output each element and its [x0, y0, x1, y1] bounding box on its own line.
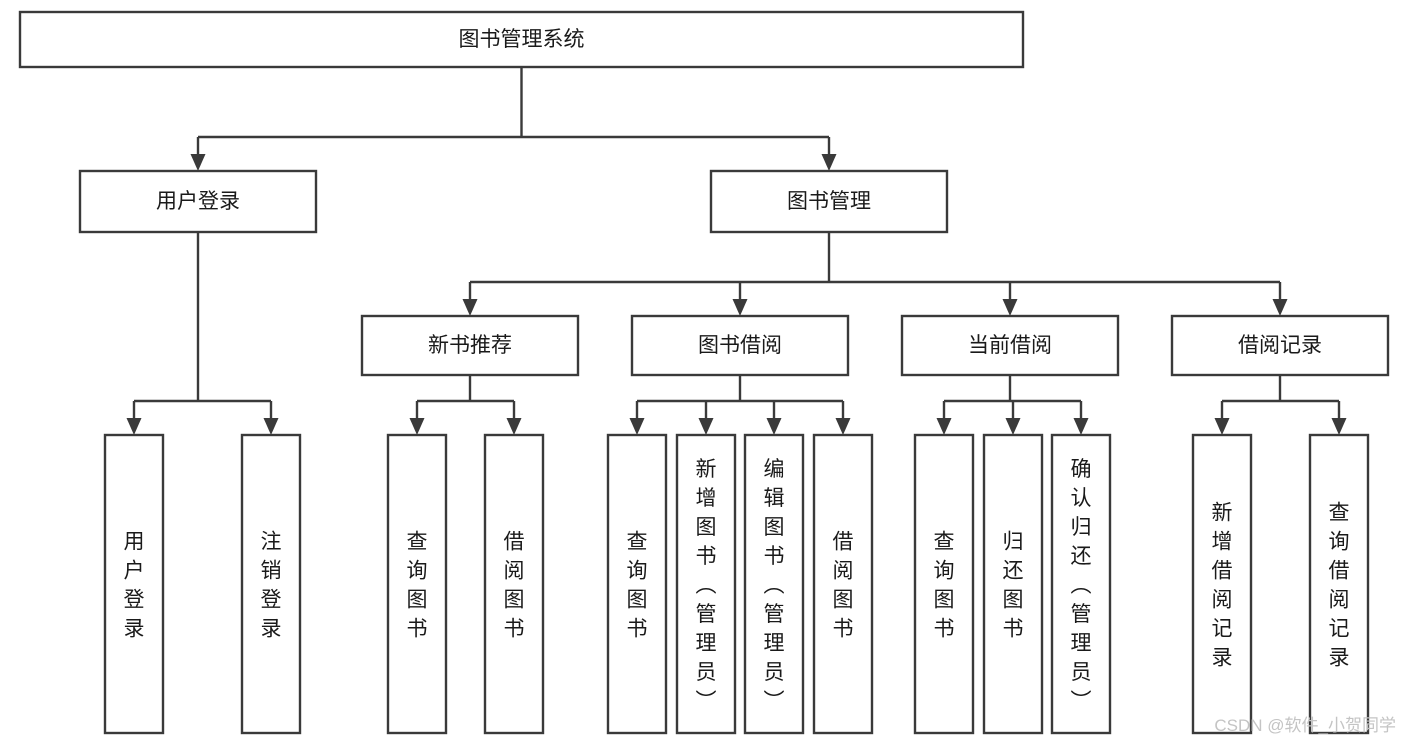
node-box-leaf-query-book-1 — [386, 433, 448, 735]
node-label-leaf-confirm-return: 确认归还︵管理员︶ — [1071, 458, 1092, 713]
node-label-leaf-return-book: 归还图书 — [1003, 531, 1024, 641]
arrow-head-icon — [835, 418, 851, 435]
node-box-leaf-query-book-3 — [913, 433, 975, 735]
node-box-leaf-add-record — [1191, 433, 1253, 735]
node-leaf-query-book-1[interactable]: 查询图书 — [386, 433, 448, 735]
edge-group-book-borrow — [629, 375, 851, 435]
node-label-leaf-add-record: 新增借阅记录 — [1212, 502, 1233, 670]
node-leaf-borrow-book-1[interactable]: 借阅图书 — [483, 433, 545, 735]
node-label-leaf-user-login: 用户登录 — [124, 531, 145, 641]
node-book-manage[interactable]: 图书管理 — [709, 169, 949, 234]
node-box-leaf-add-book — [675, 433, 737, 735]
node-label-leaf-edit-book: 编辑图书︵管理员︶ — [764, 458, 785, 713]
node-label-user-login: 用户登录 — [156, 190, 240, 213]
node-root[interactable]: 图书管理系统 — [18, 10, 1025, 69]
node-leaf-query-record[interactable]: 查询借阅记录 — [1308, 433, 1370, 735]
node-label-book-borrow: 图书借阅 — [698, 334, 782, 357]
edge-group-borrow-record — [1214, 375, 1347, 435]
node-leaf-logout[interactable]: 注销登录 — [240, 433, 302, 735]
node-leaf-query-book-2[interactable]: 查询图书 — [606, 433, 668, 735]
node-leaf-confirm-return[interactable]: 确认归还︵管理员︶ — [1050, 433, 1112, 735]
edge-group-root — [190, 67, 837, 171]
node-leaf-add-record[interactable]: 新增借阅记录 — [1191, 433, 1253, 735]
arrow-head-icon — [506, 418, 522, 435]
node-box-leaf-borrow-book-2 — [812, 433, 874, 735]
edge-group-book-manage — [462, 232, 1288, 316]
node-new-book-rec[interactable]: 新书推荐 — [360, 314, 580, 377]
node-leaf-user-login[interactable]: 用户登录 — [103, 433, 165, 735]
node-box-leaf-user-login — [103, 433, 165, 735]
arrow-head-icon — [1002, 299, 1018, 316]
node-borrow-record[interactable]: 借阅记录 — [1170, 314, 1390, 377]
node-current-borrow[interactable]: 当前借阅 — [900, 314, 1120, 377]
node-box-leaf-edit-book — [743, 433, 805, 735]
node-box-leaf-logout — [240, 433, 302, 735]
node-box-leaf-query-book-2 — [606, 433, 668, 735]
arrow-head-icon — [409, 418, 425, 435]
arrow-head-icon — [190, 154, 206, 171]
node-box-user-login — [78, 169, 318, 234]
node-box-leaf-borrow-book-1 — [483, 433, 545, 735]
arrow-head-icon — [732, 299, 748, 316]
edge-group-current-borrow — [936, 375, 1089, 435]
node-label-book-manage: 图书管理 — [787, 190, 871, 213]
node-box-new-book-rec — [360, 314, 580, 377]
node-box-book-borrow — [630, 314, 850, 377]
node-label-leaf-add-book: 新增图书︵管理员︶ — [696, 458, 717, 713]
arrow-head-icon — [1073, 418, 1089, 435]
node-box-book-manage — [709, 169, 949, 234]
node-box-leaf-query-record — [1308, 433, 1370, 735]
node-label-leaf-borrow-book-1: 借阅图书 — [504, 531, 525, 641]
arrow-head-icon — [629, 418, 645, 435]
arrow-head-icon — [936, 418, 952, 435]
node-box-borrow-record — [1170, 314, 1390, 377]
arrow-head-icon — [1005, 418, 1021, 435]
node-label-new-book-rec: 新书推荐 — [428, 334, 512, 357]
node-leaf-return-book[interactable]: 归还图书 — [982, 433, 1044, 735]
node-label-leaf-logout: 注销登录 — [261, 531, 282, 641]
node-label-leaf-query-book-2: 查询图书 — [627, 531, 648, 641]
arrow-head-icon — [462, 299, 478, 316]
arrow-head-icon — [126, 418, 142, 435]
node-label-borrow-record: 借阅记录 — [1238, 334, 1322, 357]
node-label-current-borrow: 当前借阅 — [968, 334, 1052, 357]
edge-group-user-login — [126, 232, 279, 435]
arrow-head-icon — [1214, 418, 1230, 435]
node-label-leaf-query-book-3: 查询图书 — [934, 531, 955, 641]
arrow-head-icon — [263, 418, 279, 435]
node-label-leaf-query-book-1: 查询图书 — [407, 531, 428, 641]
node-book-borrow[interactable]: 图书借阅 — [630, 314, 850, 377]
node-leaf-add-book[interactable]: 新增图书︵管理员︶ — [675, 433, 737, 735]
node-box-leaf-return-book — [982, 433, 1044, 735]
arrow-head-icon — [766, 418, 782, 435]
node-box-current-borrow — [900, 314, 1120, 377]
node-leaf-query-book-3[interactable]: 查询图书 — [913, 433, 975, 735]
node-user-login[interactable]: 用户登录 — [78, 169, 318, 234]
node-label-leaf-borrow-book-2: 借阅图书 — [833, 531, 854, 641]
node-label-root: 图书管理系统 — [459, 28, 585, 51]
node-box-root — [18, 10, 1025, 69]
arrow-head-icon — [821, 154, 837, 171]
arrow-head-icon — [698, 418, 714, 435]
arrow-head-icon — [1272, 299, 1288, 316]
edge-group-new-book-rec — [409, 375, 522, 435]
node-box-leaf-confirm-return — [1050, 433, 1112, 735]
node-layer: 图书管理系统用户登录图书管理新书推荐图书借阅当前借阅借阅记录用户登录注销登录查询… — [18, 10, 1390, 735]
node-leaf-borrow-book-2[interactable]: 借阅图书 — [812, 433, 874, 735]
node-leaf-edit-book[interactable]: 编辑图书︵管理员︶ — [743, 433, 805, 735]
node-label-leaf-query-record: 查询借阅记录 — [1329, 502, 1350, 670]
arrow-head-icon — [1331, 418, 1347, 435]
csdn-watermark: CSDN @软件_小贺同学 — [1214, 716, 1396, 735]
edge-layer — [126, 67, 1347, 435]
